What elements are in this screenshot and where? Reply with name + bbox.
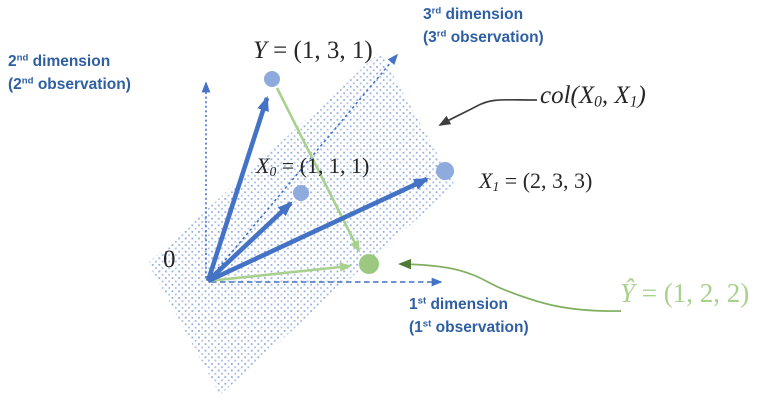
x1-subscript: 1	[492, 179, 500, 194]
yhat-variable: Ŷ	[620, 278, 636, 308]
x0-variable: X	[256, 153, 270, 178]
point-y	[264, 71, 280, 87]
column-space-plane	[148, 52, 455, 395]
residual-line-y-to-yhat	[275, 87, 361, 253]
y-variable: Y	[253, 37, 267, 64]
point-x1	[436, 162, 454, 180]
ordinal-superscript: rd	[436, 28, 447, 40]
axis-label-dim2-line1: 2nd dimension	[8, 52, 111, 70]
axis-label-dim3-line1: 3rd dimension	[423, 5, 524, 23]
point-yhat	[359, 254, 379, 274]
point-x0	[293, 185, 309, 201]
ordinal-superscript: rd	[431, 5, 442, 17]
axis-label-dim2: 2nd dimension (2nd observation)	[8, 50, 131, 97]
col-space-callout-curve	[438, 98, 538, 126]
ordinal-superscript: st	[417, 295, 427, 307]
origin-label: 0	[163, 246, 176, 273]
axis-label-dim3: 3rd dimension (3rd observation)	[423, 3, 544, 50]
axis-label-dim3-line2: (3rd observation)	[423, 28, 544, 47]
vector-yhat	[207, 262, 352, 283]
x1-vector-label: X1 = (2, 3, 3)	[479, 168, 593, 194]
ordinal-superscript: nd	[16, 52, 29, 64]
y-vector-label: Y = (1, 3, 1)	[253, 37, 373, 64]
column-space-label: col(X0, X1)	[540, 82, 646, 111]
x0-subscript: 0	[269, 164, 277, 179]
axis-label-dim1-line2: (1st observation)	[409, 318, 529, 337]
axis-dim3	[210, 53, 399, 278]
vector-y	[205, 95, 270, 282]
x1-variable: X	[479, 168, 493, 193]
axis-label-dim1: 1st dimension (1st observation)	[409, 293, 529, 340]
axis-label-dim1-line1: 1st dimension	[409, 295, 508, 313]
axis-label-dim2-line2: (2nd observation)	[8, 75, 131, 94]
ordinal-superscript: nd	[21, 75, 34, 87]
yhat-callout-curve	[398, 258, 622, 312]
vector-x1	[207, 176, 430, 284]
ordinal-superscript: st	[422, 318, 432, 330]
x0-vector-label: X0 = (1, 1, 1)	[256, 153, 370, 179]
vector-x0	[206, 201, 293, 283]
col-x1-subscript: 1	[629, 93, 638, 111]
col-x0-subscript: 0	[594, 93, 602, 111]
yhat-vector-label: Ŷ = (1, 2, 2)	[620, 278, 750, 308]
